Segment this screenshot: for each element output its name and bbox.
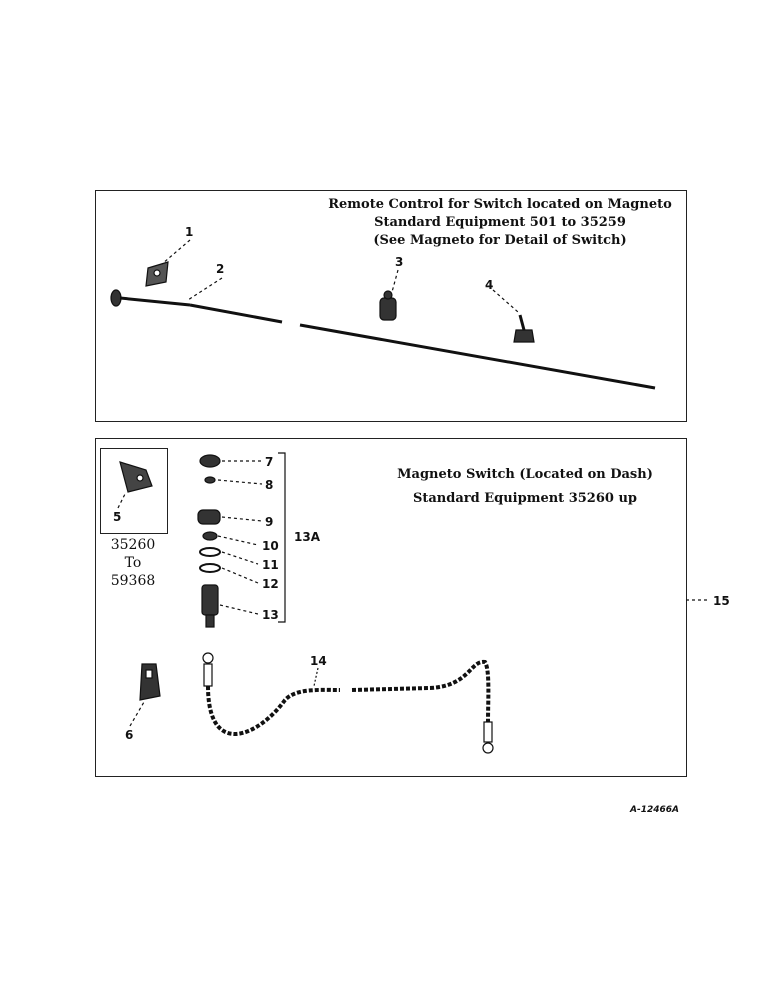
callout-9: 9 [265,515,274,529]
callout-15: 15 [713,594,730,608]
magneto-switch-title: Magneto Switch (Located on Dash) Standar… [385,463,665,511]
reference-code: A-12466A [630,805,679,815]
range-to-word: To [124,555,142,571]
callout-4: 4 [485,278,494,292]
magneto-switch-panel [95,438,687,777]
title-line: Magneto Switch (Located on Dash) [397,467,653,482]
title-line: (See Magneto for Detail of Switch) [373,233,627,248]
title-line: Remote Control for Switch located on Mag… [328,197,672,212]
title-line: Standard Equipment 501 to 35259 [374,215,626,230]
callout-14: 14 [310,654,327,668]
clip-icon [513,314,535,343]
remote-control-title: Remote Control for Switch located on Mag… [320,196,680,250]
terminal-icon [197,454,221,628]
switch-icon [139,663,161,701]
range-from: 35260 [110,537,156,553]
title-line: Standard Equipment 35260 up [412,491,638,506]
callout-8: 8 [265,478,274,492]
switch-icon [119,461,153,493]
callout-6: 6 [125,728,134,742]
callout-3: 3 [395,255,404,269]
callout-1: 1 [185,225,194,239]
serial-range: 35260 To 59368 [103,536,163,590]
callout-13: 13 [262,608,279,622]
callout-11: 11 [262,558,279,572]
callout-7: 7 [265,455,274,469]
switch-inset-box [100,448,168,534]
knob-icon [379,290,397,321]
control-rod-icon [110,289,656,390]
range-to: 59368 [110,573,156,589]
callout-2: 2 [216,262,225,276]
cable-icon [202,652,494,754]
callout-13a: 13A [294,530,320,544]
callout-10: 10 [262,539,279,553]
callout-5: 5 [113,510,122,524]
switch-plate-icon [145,261,169,287]
callout-12: 12 [262,577,279,591]
